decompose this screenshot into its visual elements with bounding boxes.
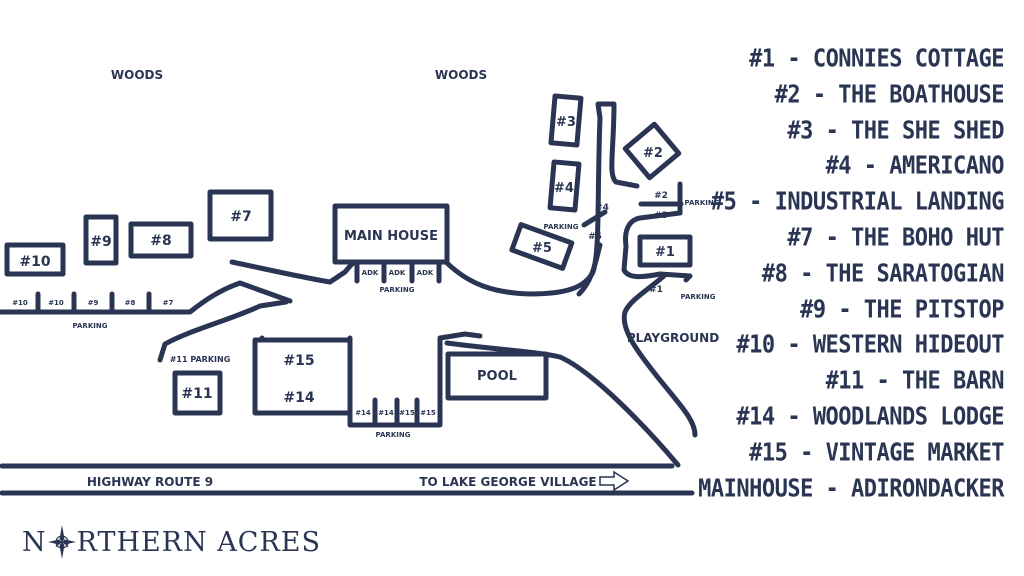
cabin-3-building	[548, 93, 584, 148]
main-house-parking-label: PARKING	[380, 286, 415, 294]
east-loop-road	[444, 101, 640, 297]
cabin-5-building	[509, 222, 575, 271]
building-14-15	[252, 337, 353, 416]
pool-road	[444, 340, 681, 468]
central-parking-label: PARKING	[376, 431, 411, 439]
legend-item: #2 - THE BOATHOUSE	[774, 81, 1005, 110]
adk-parking-2: ADK	[389, 269, 406, 277]
building-14-label: #14	[283, 390, 314, 406]
legend-item: #3 - THE SHE SHED	[787, 117, 1004, 146]
legend-item: #4 - AMERICANO	[825, 152, 1005, 181]
building-15-label: #15	[283, 353, 314, 369]
main-road-west	[229, 259, 359, 285]
lake-george-label: TO LAKE GEORGE VILLAGE	[419, 475, 596, 489]
cabin-4-label: #4	[554, 181, 574, 196]
map-legend: #1 - CONNIES COTTAGE #2 - THE BOATHOUSE …	[698, 42, 1004, 507]
legend-item: #7 - THE BOHO HUT	[787, 224, 1004, 253]
woods-right-label: WOODS	[435, 68, 487, 82]
parking-3-label: #3	[654, 211, 668, 221]
legend-item: #1 - CONNIES COTTAGE	[749, 45, 1004, 74]
cabin-10-building	[4, 242, 66, 277]
parking-15a-label: #15	[399, 409, 415, 417]
parking-5-label: #5	[588, 232, 602, 242]
logo-text-end: RTHERN ACRES	[76, 526, 321, 558]
legend-item: #8 - THE SARATOGIAN	[761, 260, 1005, 289]
main-house-building	[332, 203, 450, 265]
cottage-loop-road	[621, 181, 693, 283]
cabin-1-parking-label: PARKING	[681, 293, 716, 301]
parking-14b-label: #14	[378, 409, 394, 417]
adk-parking-3: ADK	[417, 269, 434, 277]
legend-item: #15 - VINTAGE MARKET	[749, 439, 1004, 468]
logo-text-start: N	[22, 526, 47, 558]
arrow-right-icon	[599, 470, 630, 492]
cabin-1-label: #1	[655, 245, 675, 260]
parking-9-label: #9	[88, 299, 99, 307]
pool-building	[445, 351, 549, 401]
cabin-1-building	[637, 234, 693, 268]
cabin-3-label: #3	[556, 115, 576, 130]
compass-star-icon	[47, 525, 76, 559]
legend-item: #5 - INDUSTRIAL LANDING	[710, 188, 1005, 217]
cabin-7-label: #7	[230, 209, 251, 225]
cabin-9-label: #9	[90, 234, 111, 250]
cabin-2-building	[622, 121, 682, 181]
parking-8-label: #8	[125, 299, 136, 307]
northern-acres-logo: N RTHERN ACRES	[22, 522, 321, 562]
parking-1-label: #1	[649, 285, 663, 295]
east-road-link	[576, 242, 603, 297]
cottage-parking-label: PARKING	[685, 199, 720, 207]
cabin-4-building	[547, 159, 582, 213]
parking-14a-label: #14	[355, 409, 371, 417]
barn-11-building	[172, 370, 223, 416]
cabin-2-label: #2	[643, 146, 663, 161]
cabin-5-parking-label: PARKING	[544, 223, 579, 231]
cabin-10-label: #10	[19, 254, 50, 270]
west-parking-label: PARKING	[73, 322, 108, 330]
woods-left-label: WOODS	[111, 68, 163, 82]
parking-7-label: #7	[163, 299, 174, 307]
legend-item: #11 - THE BARN	[825, 367, 1005, 396]
legend-item: MAINHOUSE - ADIRONDACKER	[698, 475, 1004, 504]
cabin-8-building	[128, 221, 194, 259]
legend-item: #10 - WESTERN HIDEOUT	[736, 331, 1004, 360]
west-road-branch	[157, 299, 289, 363]
cabin-11-label: #11	[181, 386, 212, 402]
main-house-label: MAIN HOUSE	[344, 229, 438, 244]
adk-parking-1: ADK	[362, 269, 379, 277]
playground-label: PLAYGROUND	[627, 331, 719, 345]
parking-15b-label: #15	[420, 409, 436, 417]
cabin-9-building	[83, 214, 119, 266]
legend-item: #14 - WOODLANDS LODGE	[736, 403, 1004, 432]
pool-label: POOL	[477, 369, 517, 384]
highway-label: HIGHWAY ROUTE 9	[87, 475, 213, 489]
parking-2-label: #2	[654, 191, 668, 201]
west-road-top	[0, 280, 293, 315]
parking-10b-label: #10	[48, 299, 64, 307]
cabin-11-parking-label: #11 PARKING	[170, 355, 231, 364]
playground-drive	[621, 272, 698, 438]
parking-4-label: #4	[595, 203, 609, 213]
cabin-8-label: #8	[150, 233, 171, 249]
legend-item: #9 - THE PITSTOP	[800, 296, 1004, 325]
cabin-5-label: #5	[532, 241, 552, 256]
cabin-7-building	[207, 189, 274, 242]
cabin-4-path	[581, 209, 608, 228]
parking-10a-label: #10	[12, 299, 28, 307]
